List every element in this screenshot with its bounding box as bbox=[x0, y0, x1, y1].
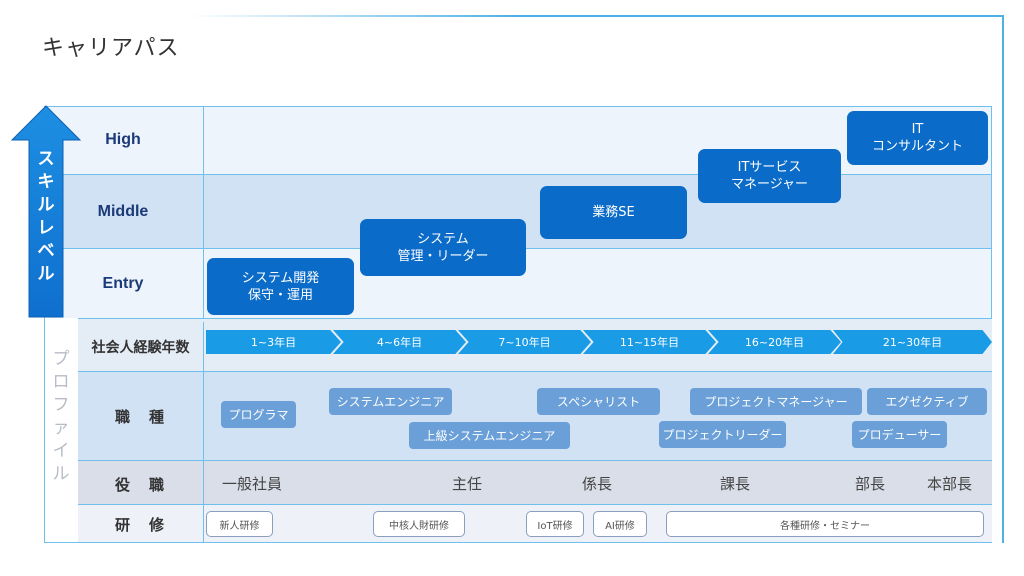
profile-side-frame bbox=[44, 318, 78, 543]
row-position bbox=[78, 461, 992, 505]
position-department-head: 部長 bbox=[855, 475, 886, 493]
year-step: 4~6年目 bbox=[333, 330, 466, 354]
training-ai: AI研修 bbox=[593, 511, 647, 537]
job-programmer: プログラマ bbox=[221, 401, 296, 428]
row-label-training: 研 修 bbox=[114, 516, 166, 534]
page-title: キャリアパス bbox=[42, 36, 180, 61]
skill-level-entry: Entry bbox=[102, 275, 144, 292]
row-label-years: 社会人経験年数 bbox=[91, 340, 190, 356]
year-step: 1~3年目 bbox=[206, 330, 341, 354]
training-core-talent: 中核人財研修 bbox=[373, 511, 465, 537]
position-subsection-chief: 係長 bbox=[582, 475, 613, 493]
skill-divider bbox=[203, 106, 204, 318]
job-executive: エグゼクティブ bbox=[867, 388, 987, 415]
skill-box-business-se: 業務SE bbox=[540, 186, 687, 239]
training-iot: IoT研修 bbox=[526, 511, 584, 537]
skill-level-arrow bbox=[10, 105, 82, 318]
job-system-engineer: システムエンジニア bbox=[329, 388, 452, 415]
job-project-manager: プロジェクトマネージャー bbox=[690, 388, 862, 415]
job-senior-system-engineer: 上級システムエンジニア bbox=[409, 422, 570, 449]
position-chief: 主任 bbox=[452, 475, 483, 493]
year-step: 7~10年目 bbox=[458, 330, 591, 354]
skill-box-it-service-manager: ITサービス マネージャー bbox=[698, 149, 841, 203]
skill-level-middle: Middle bbox=[97, 203, 149, 220]
training-seminars: 各種研修・セミナー bbox=[666, 511, 984, 537]
job-project-leader: プロジェクトリーダー bbox=[659, 421, 786, 448]
position-division-head: 本部長 bbox=[927, 475, 973, 493]
year-step: 16~20年目 bbox=[708, 330, 841, 354]
skill-row-high bbox=[44, 106, 992, 175]
skill-box-dev-maintenance: システム開発 保守・運用 bbox=[207, 258, 354, 315]
skill-box-system-leader: システム 管理・リーダー bbox=[360, 219, 526, 276]
year-step: 21~30年目 bbox=[833, 330, 992, 354]
profile-divider bbox=[203, 322, 204, 543]
position-general-staff: 一般社員 bbox=[222, 475, 283, 493]
frame-top-line bbox=[190, 15, 1004, 17]
position-section-chief: 課長 bbox=[720, 475, 751, 493]
job-producer: プロデューサー bbox=[852, 421, 947, 448]
training-new-employee: 新人研修 bbox=[206, 511, 273, 537]
row-label-position: 役 職 bbox=[114, 476, 166, 494]
frame-right-line bbox=[1002, 15, 1004, 543]
row-label-job: 職 種 bbox=[114, 408, 166, 426]
skill-level-high: High bbox=[105, 131, 141, 148]
year-step: 11~15年目 bbox=[583, 330, 716, 354]
profile-axis-label: プ ロ フ ァ イ ル bbox=[52, 349, 70, 484]
skill-box-it-consultant: IT コンサルタント bbox=[847, 111, 988, 165]
job-specialist: スペシャリスト bbox=[537, 388, 660, 415]
skill-axis-label: ス キ ル レ ベ ル bbox=[37, 149, 55, 284]
